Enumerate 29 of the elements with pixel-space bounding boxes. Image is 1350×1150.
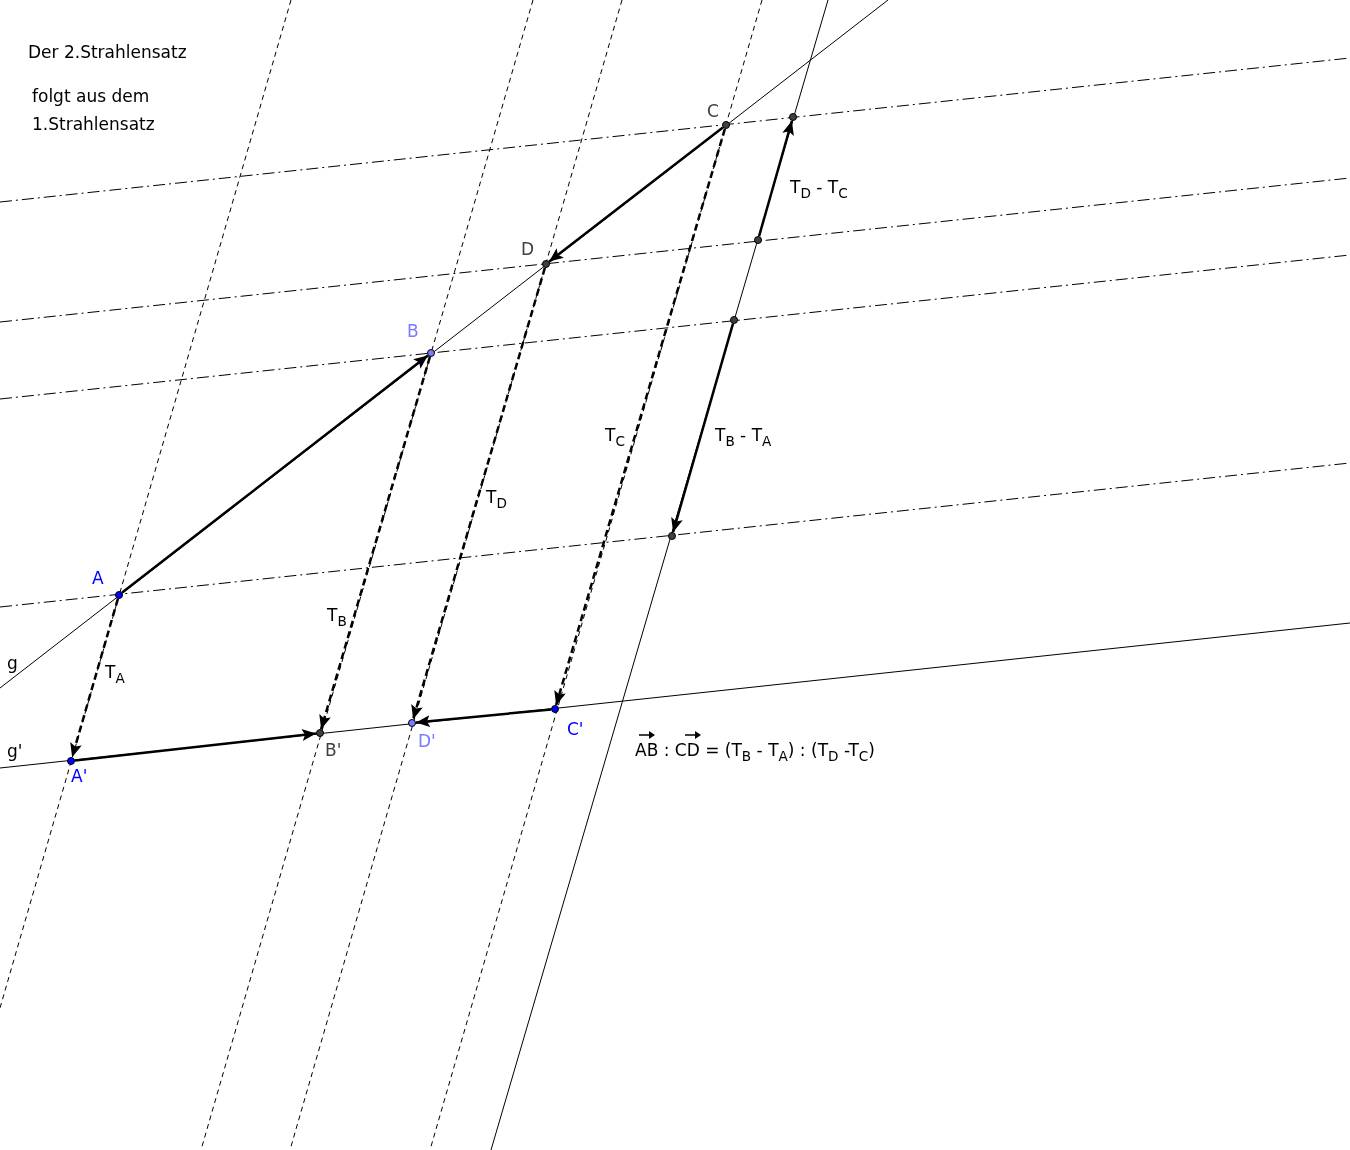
edge-label: T$_{B}$ — [327, 605, 347, 626]
edge-label: T$_{C}$ — [605, 425, 625, 446]
vector-arrow — [121, 354, 429, 594]
title-text: Der 2.Strahlensatz — [28, 42, 187, 63]
vector-arrow — [319, 356, 432, 730]
edge-label: T$_{D}$ — [486, 487, 507, 508]
line-label: g — [7, 653, 18, 674]
vector-arrow — [548, 126, 724, 263]
point-label: B' — [325, 740, 342, 761]
edge-label: T$_{B}$ - T$_{A}$ — [715, 425, 772, 446]
edge-label: T$_{A}$ — [105, 662, 125, 683]
point-label: C — [707, 101, 719, 122]
vector-arrow — [415, 708, 552, 728]
point-label: D — [521, 239, 535, 260]
point-label: A' — [71, 766, 88, 787]
note-text: folgt aus dem 1.Strahlensatz — [32, 85, 156, 136]
vector-arrow — [70, 598, 120, 758]
vector-arrow — [411, 267, 547, 720]
point-label: B — [407, 321, 419, 342]
vector-arrow — [74, 729, 317, 762]
edge-label: T$_{D}$ - T$_{C}$ — [790, 177, 848, 198]
vector-arrow — [671, 323, 735, 533]
point-label: C' — [567, 719, 584, 740]
vector-arrow — [554, 128, 727, 706]
point-label: D' — [418, 731, 436, 752]
point-label: A — [92, 568, 104, 589]
vector-arrow — [757, 120, 794, 237]
line-label: g' — [7, 741, 23, 762]
formula-text: AB : CD = (T$_{B}$ - T$_{A}$) : (T$_{D}$ -T$_{C}$) — [635, 740, 875, 761]
